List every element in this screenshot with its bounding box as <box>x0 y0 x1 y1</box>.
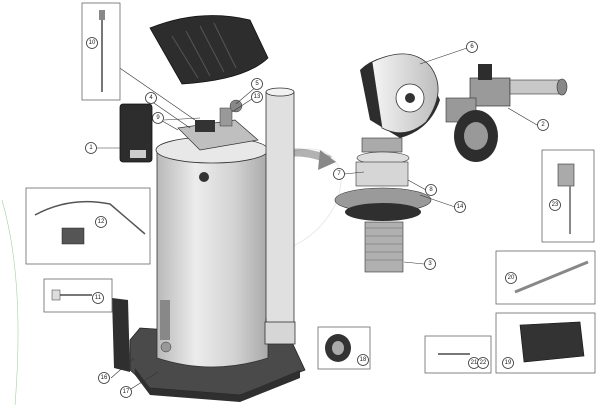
callout-7: 7 <box>333 168 345 180</box>
side-bracket <box>112 298 172 372</box>
callout-7-label: 7 <box>337 171 341 177</box>
callout-17-label: 17 <box>123 389 130 395</box>
burner-assembly <box>334 137 432 273</box>
callout-18-label: 18 <box>360 357 367 363</box>
callout-8-label: 8 <box>429 187 433 193</box>
callout-12-label: 12 <box>98 219 105 225</box>
callout-19-label: 19 <box>505 360 512 366</box>
callout-16-label: 16 <box>101 375 108 381</box>
inset-rod <box>81 2 121 101</box>
callout-11-label: 11 <box>95 295 102 301</box>
callout-16: 16 <box>98 372 110 384</box>
callout-4: 4 <box>145 92 157 104</box>
callout-14: 14 <box>454 201 466 213</box>
inset-sensor-harness <box>25 187 151 265</box>
water-heater-tank <box>155 136 269 368</box>
callout-3-label: 3 <box>428 261 432 267</box>
gas-valve-assembly <box>445 64 568 162</box>
control-module <box>119 103 153 163</box>
callout-5-label: 5 <box>255 81 259 87</box>
callout-4-label: 4 <box>149 95 153 101</box>
callout-18: 18 <box>357 354 369 366</box>
callout-9-label: 9 <box>156 115 160 121</box>
callout-9: 9 <box>152 112 164 124</box>
top-control-panel <box>177 99 259 151</box>
callout-23-label: 23 <box>552 202 559 208</box>
top-cover <box>149 15 269 85</box>
callout-12: 12 <box>95 216 107 228</box>
callout-20: 20 <box>505 272 517 284</box>
callout-3: 3 <box>424 258 436 270</box>
callout-14-label: 14 <box>457 204 464 210</box>
callout-10-label: 10 <box>89 40 96 46</box>
inset-cover-part <box>495 312 596 374</box>
callout-10: 10 <box>86 37 98 49</box>
callout-1-label: 1 <box>89 145 93 151</box>
callout-17: 17 <box>120 386 132 398</box>
inset-flame-sensor <box>541 149 595 243</box>
callout-22-label: 22 <box>480 360 487 366</box>
callout-20-label: 20 <box>508 275 515 281</box>
callout-19: 19 <box>502 357 514 369</box>
callout-13-label: 13 <box>254 94 261 100</box>
callout-13: 13 <box>251 91 263 103</box>
callout-2: 2 <box>537 119 549 131</box>
callout-22: 22 <box>477 357 489 369</box>
callout-21-label: 21 <box>471 360 478 366</box>
callout-8: 8 <box>425 184 437 196</box>
callout-6-label: 6 <box>470 44 474 50</box>
exploded-view-arrowhead <box>318 150 336 170</box>
callout-5: 5 <box>251 78 263 90</box>
decorative-line <box>1 199 19 406</box>
callout-6: 6 <box>466 41 478 53</box>
callout-2-label: 2 <box>541 122 545 128</box>
blower-assembly <box>360 53 440 138</box>
callout-23: 23 <box>549 199 561 211</box>
vent-pipe <box>264 87 296 345</box>
callout-1: 1 <box>85 142 97 154</box>
callout-11: 11 <box>92 292 104 304</box>
